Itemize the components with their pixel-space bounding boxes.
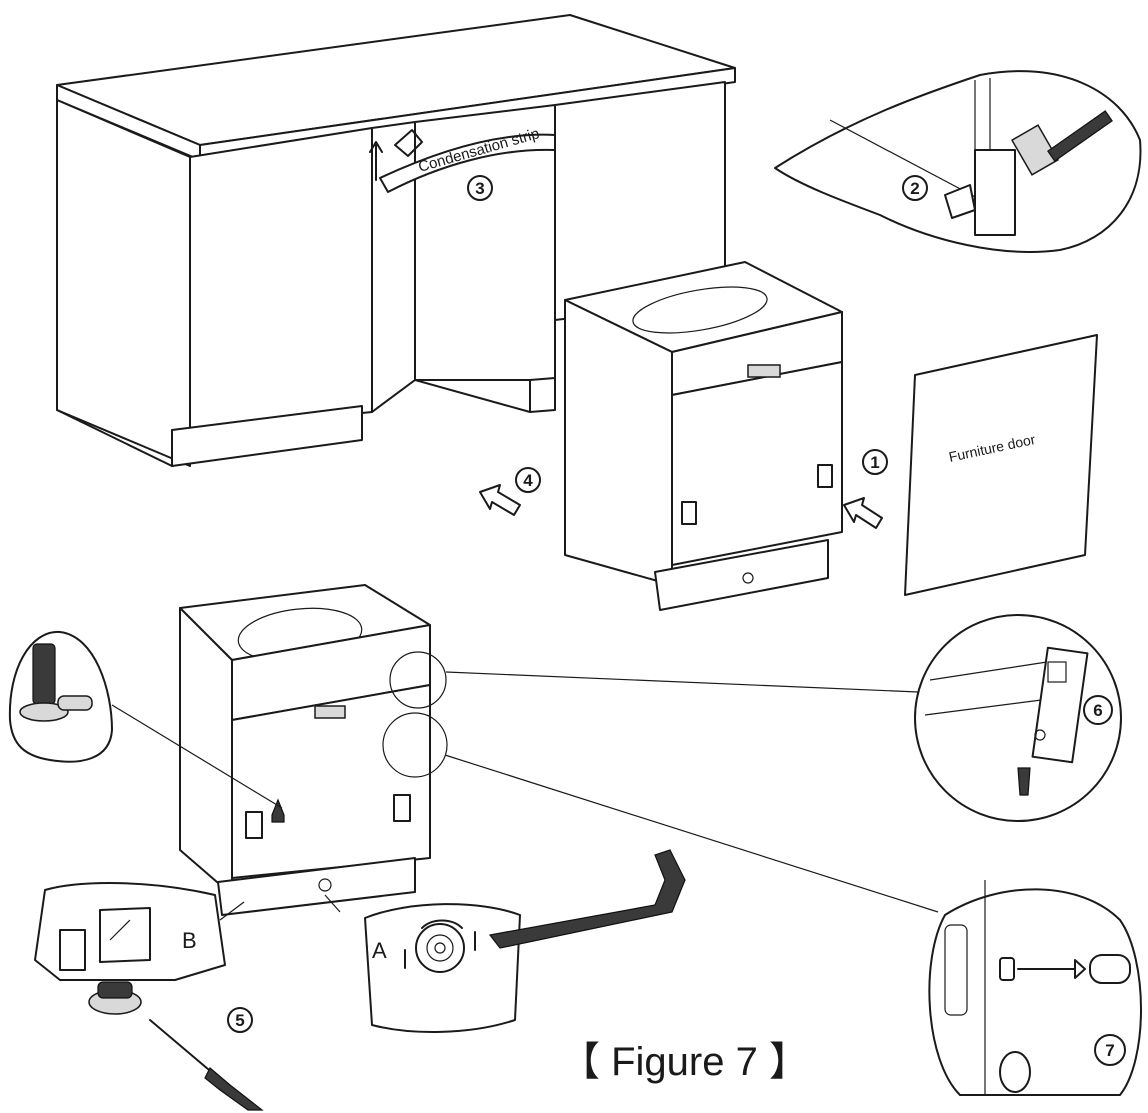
svg-text:7: 7 <box>1105 1041 1114 1060</box>
svg-text:3: 3 <box>475 179 484 198</box>
svg-text:2: 2 <box>910 179 919 198</box>
step-number-2: 2 <box>902 175 928 201</box>
figure-caption: 【 Figure 7 】 <box>560 1040 809 1084</box>
svg-text:4: 4 <box>523 471 533 490</box>
push-arrow-1 <box>843 497 883 529</box>
push-arrow-4 <box>479 484 521 516</box>
step-number-7: 7 <box>1094 1034 1126 1066</box>
svg-text:1: 1 <box>870 453 879 472</box>
callout-a-label: A <box>372 938 387 963</box>
svg-text:6: 6 <box>1093 701 1102 720</box>
step-number-4: 4 <box>515 467 541 493</box>
step-number-3: 3 <box>467 175 493 201</box>
step-number-6: 6 <box>1083 695 1113 725</box>
step-number-5: 5 <box>227 1007 253 1033</box>
leveling-foot-bubble <box>8 630 113 763</box>
furniture-door: Furniture door <box>904 334 1098 596</box>
hinge-detail-bubble <box>774 70 1142 253</box>
callout-leaders <box>111 651 939 913</box>
callout-b-label: B <box>182 928 197 953</box>
adjuster-detail-b: B <box>34 882 264 1111</box>
dishwasher-lower <box>179 584 431 916</box>
step-number-1: 1 <box>862 449 888 475</box>
screw-detail-7 <box>928 880 1142 1096</box>
svg-text:5: 5 <box>235 1011 244 1030</box>
dishwasher-upper <box>564 261 843 611</box>
adjuster-detail-a: A <box>219 849 686 1033</box>
bracket-detail-6 <box>914 614 1122 822</box>
